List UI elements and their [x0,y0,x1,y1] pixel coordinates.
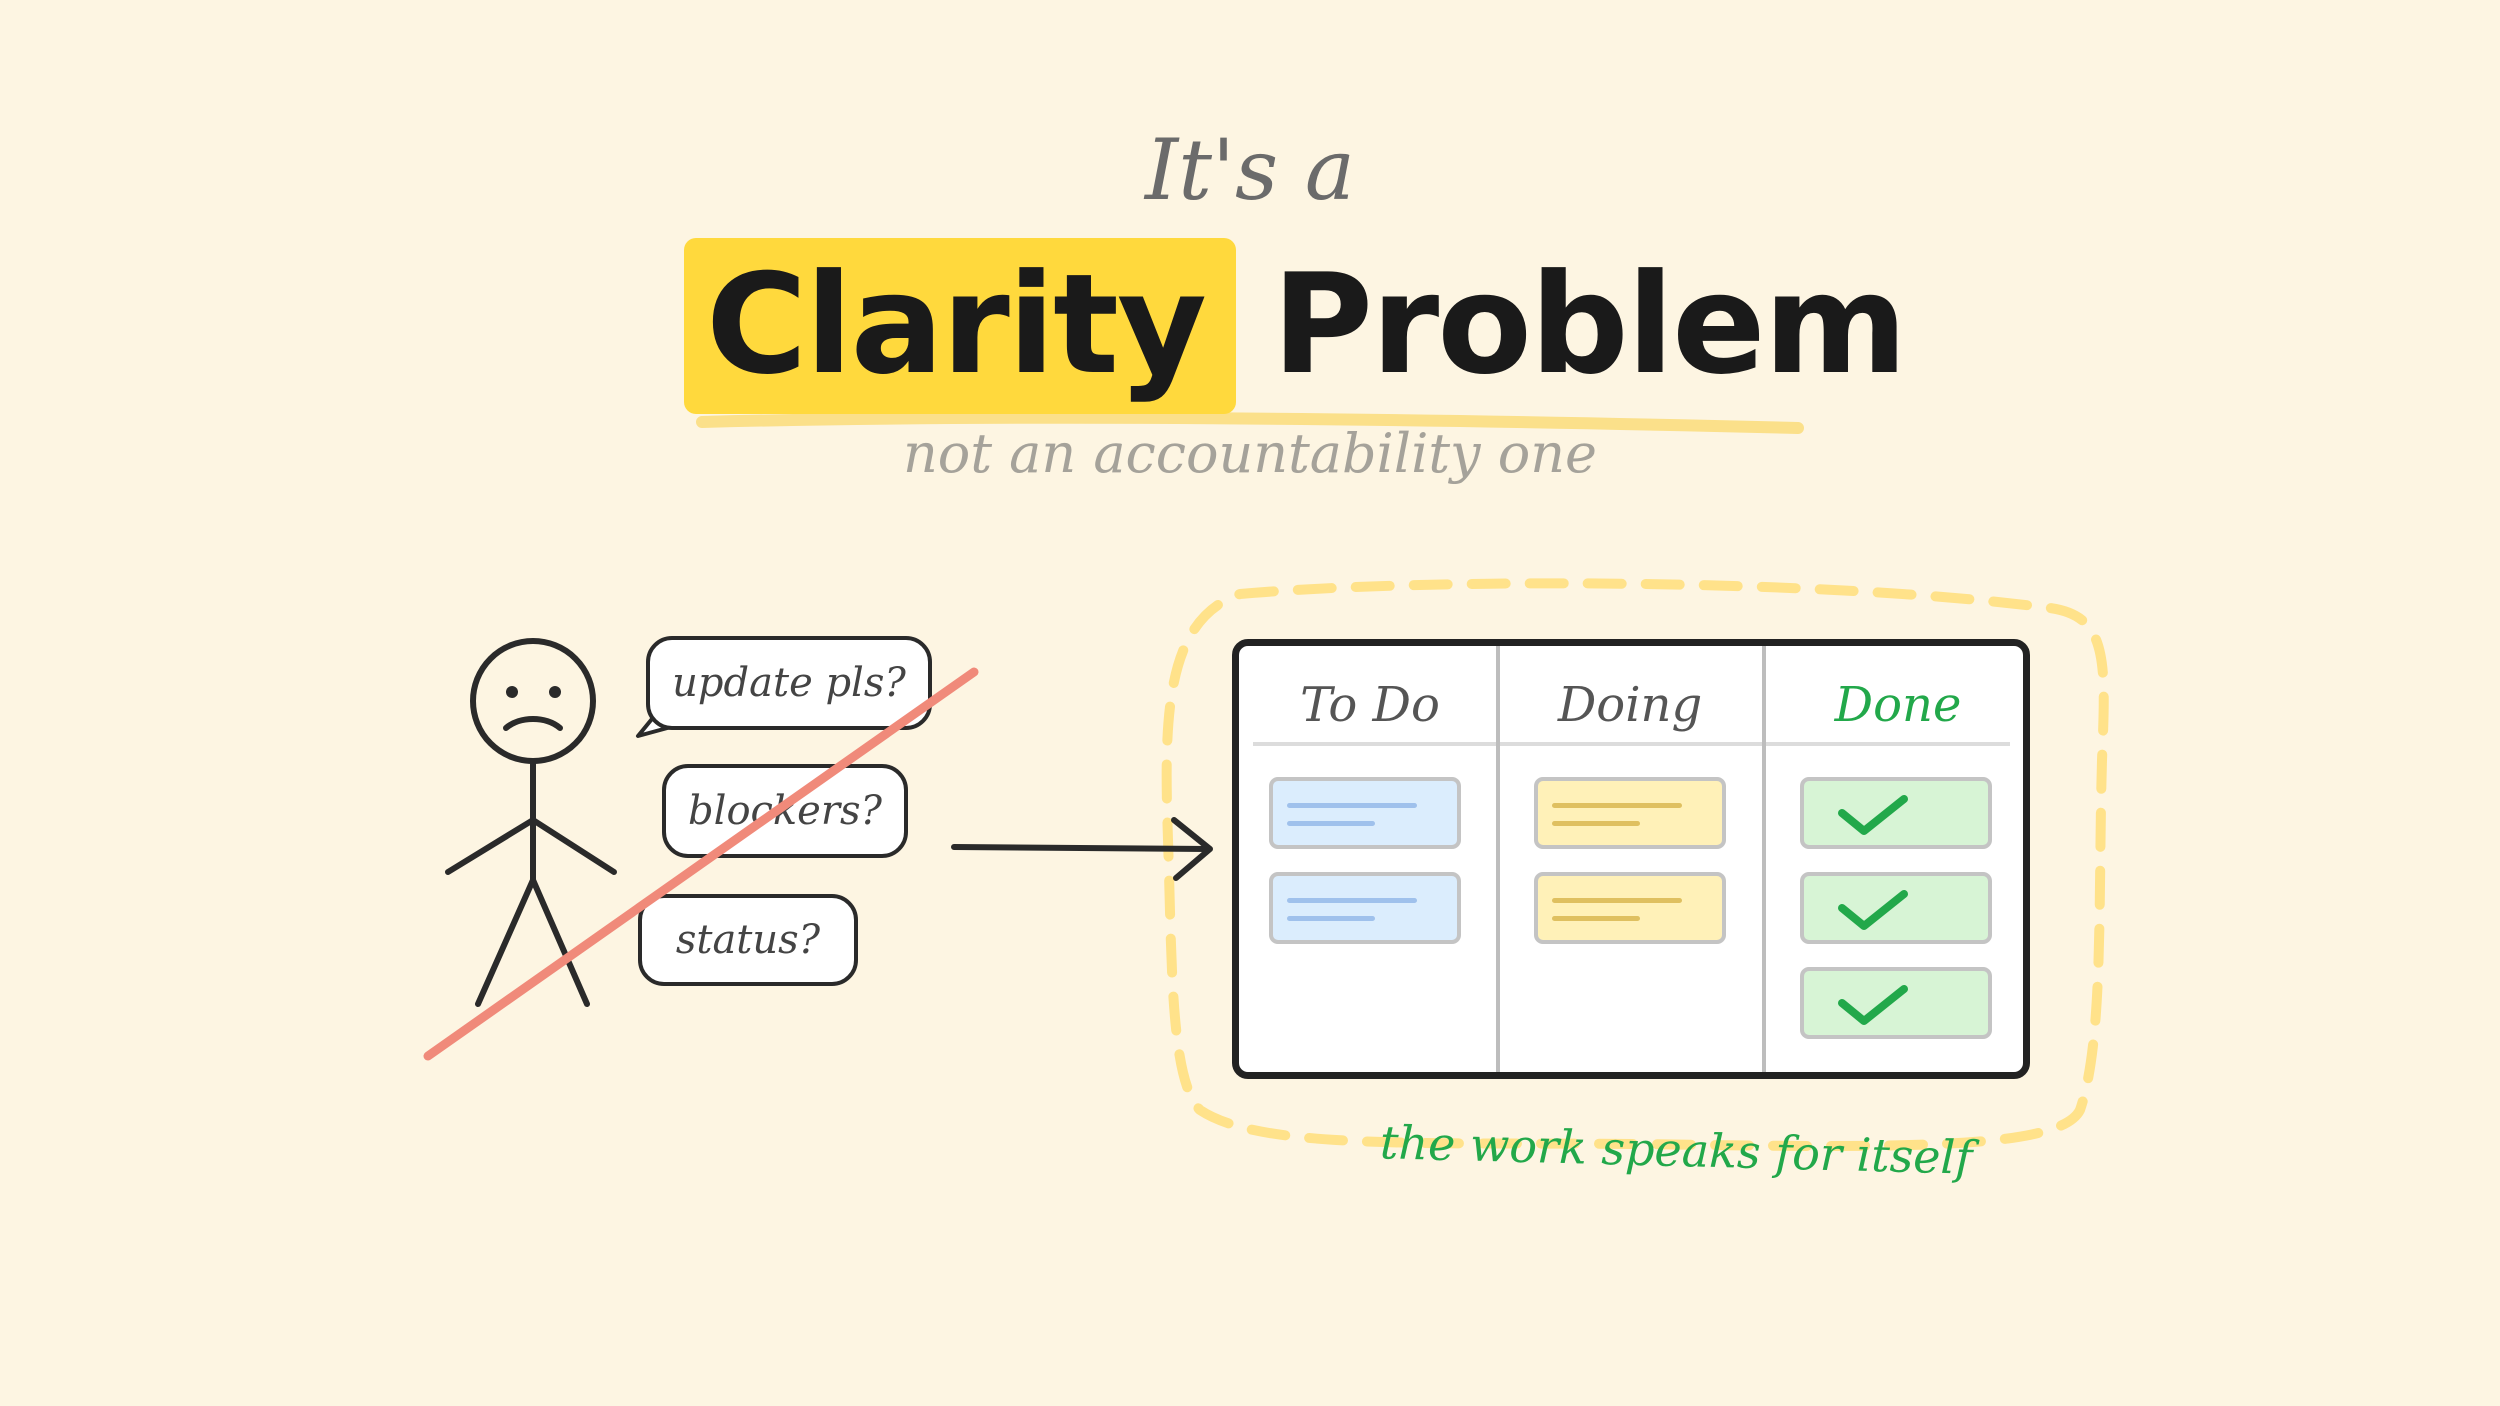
done-card [1800,777,1992,849]
bubble-update: update pls? [646,636,932,730]
strike-through-line [423,667,979,1061]
subtitle: not an accountability one [903,422,1597,485]
column-title-done: Done [1834,677,1962,733]
stick-figure [445,638,617,1007]
title-main-word: Problem [1272,244,1907,405]
task-card [1534,872,1726,944]
done-card [1800,967,1992,1039]
arrow-right-icon [951,817,1213,881]
task-card [1534,777,1726,849]
title-highlight-word: Clarity [706,244,1207,405]
title-highlight [684,238,1236,414]
checkmark-icon [1838,985,1908,1025]
bubble-status: status? [638,894,858,986]
title-underline [696,411,1804,434]
checkmark-icon [1838,890,1908,930]
heading-pre: It's a [1145,121,1355,219]
column-title-todo: To Do [1300,677,1440,733]
column-title-doing: Doing [1557,677,1703,733]
bubble-blockers: blockers? [662,764,908,858]
task-card [1269,872,1461,944]
task-card [1269,777,1461,849]
done-card [1800,872,1992,944]
board-dashed-outline [1161,578,2109,1152]
checkmark-icon [1838,795,1908,835]
